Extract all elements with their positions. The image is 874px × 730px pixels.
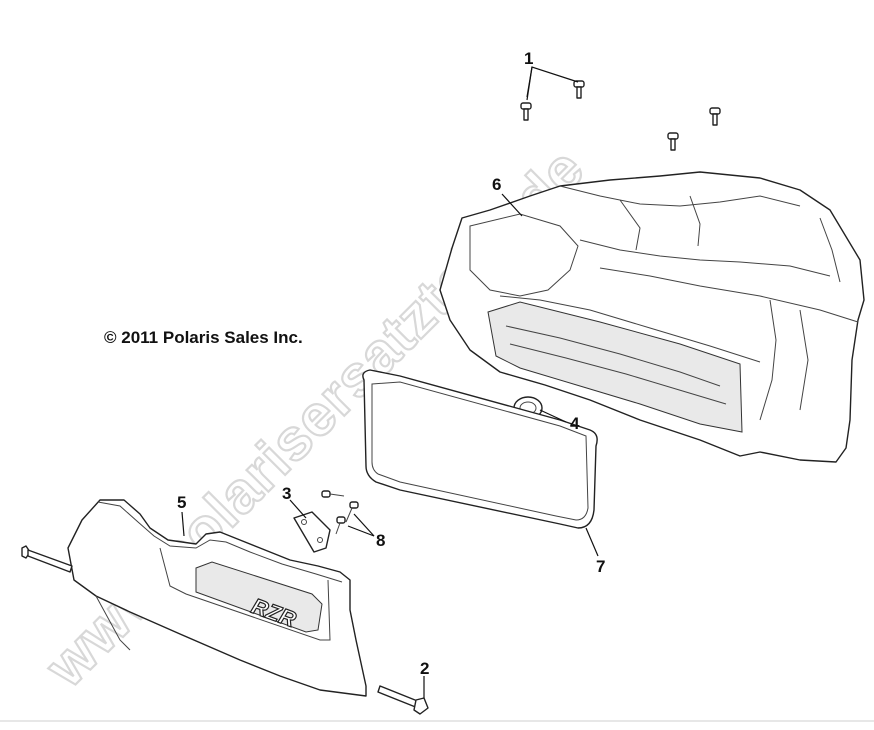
callout-7: 7 — [596, 557, 605, 576]
callout-8: 8 — [376, 531, 385, 550]
screw — [345, 501, 359, 523]
glove-box-door: RZR — [67, 499, 367, 697]
leader-lines — [181, 66, 599, 698]
screw-group-8 — [321, 490, 359, 535]
hinge-pin-right — [377, 685, 429, 715]
seal — [362, 369, 598, 529]
hinge-pin-left — [21, 545, 73, 573]
callout-2: 2 — [420, 659, 429, 678]
screw — [335, 516, 346, 535]
bolt — [709, 107, 721, 126]
callout-4: 4 — [570, 414, 580, 433]
bolt — [667, 132, 679, 151]
bolt — [520, 102, 532, 121]
screw — [321, 490, 345, 498]
callout-5: 5 — [177, 493, 186, 512]
copyright-notice: © 2011 Polaris Sales Inc. — [104, 328, 303, 347]
latch-plate — [293, 511, 331, 553]
callout-6: 6 — [492, 175, 501, 194]
bolt — [573, 80, 585, 99]
callout-3: 3 — [282, 484, 291, 503]
bolt-group-1 — [520, 80, 721, 151]
callout-1: 1 — [524, 49, 533, 68]
glove-box-housing — [439, 171, 865, 463]
